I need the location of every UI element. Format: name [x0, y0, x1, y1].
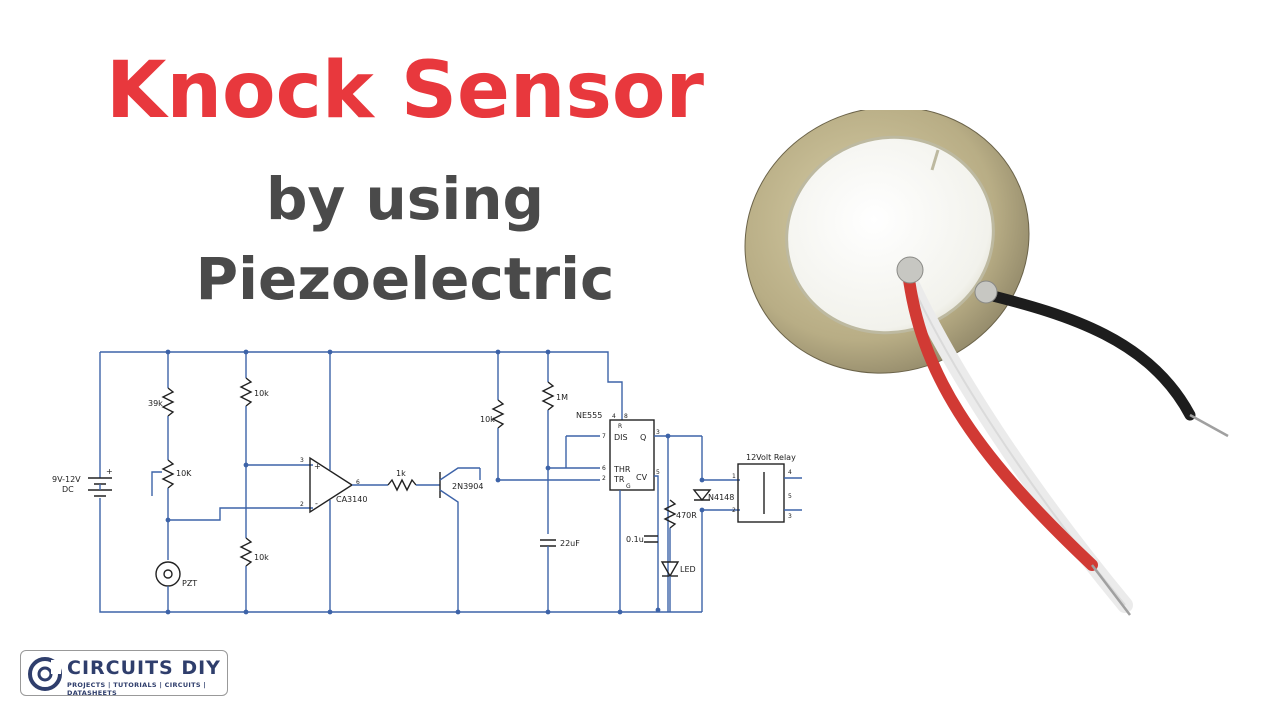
label-pin-q: Q — [640, 433, 646, 442]
label-r-base: 1k — [396, 469, 406, 478]
label-pin8: 8 — [624, 413, 628, 420]
label-pin-cv: CV — [636, 473, 648, 482]
label-r2: 10k — [254, 389, 269, 398]
label-opamp-pin2: 2 — [300, 501, 304, 508]
label-pin-dis: DIS — [614, 433, 628, 442]
label-pin-tr: TR — [613, 475, 625, 484]
label-pin7: 7 — [602, 433, 606, 440]
label-led: LED — [680, 565, 696, 574]
subtitle-line-1: by using — [265, 165, 545, 233]
label-pin6: 6 — [602, 465, 606, 472]
label-pot: 10K — [176, 469, 192, 478]
brand-tagline: PROJECTS | TUTORIALS | CIRCUITS | DATASH… — [67, 681, 207, 697]
label-opamp-pin3: 3 — [300, 457, 304, 464]
circuit-schematic: 9V-12V DC + 39k 10K 10k 10k PZT CA3140 3… — [52, 349, 802, 615]
label-opamp: CA3140 — [336, 495, 367, 504]
solder-joint-red — [896, 256, 924, 284]
label-pin2: 2 — [602, 475, 606, 482]
label-relay-pin4: 4 — [788, 469, 792, 476]
label-opamp-plus: + — [314, 462, 321, 471]
label-cap-timing: 22uF — [560, 539, 580, 548]
title: Knock Sensor — [106, 46, 704, 136]
label-supply-unit: DC — [62, 485, 74, 494]
label-relay-pin1: 1 — [732, 473, 736, 480]
label-opamp-minus: - — [315, 499, 318, 508]
label-pin-gnd: G — [626, 483, 631, 490]
label-pin-rst: R — [618, 423, 622, 430]
label-pin4: 4 — [612, 413, 616, 420]
label-sensor: PZT — [182, 579, 197, 588]
circuits-diy-logo: CIRCUITS DIY PROJECTS | TUTORIALS | CIRC… — [20, 650, 228, 697]
label-pin3: 3 — [656, 429, 660, 436]
logo-mark-icon — [28, 657, 62, 691]
subtitle-line-2: Piezoelectric — [195, 245, 615, 313]
label-cap-cv: 0.1u — [626, 535, 644, 544]
label-r1: 39k — [148, 399, 163, 408]
label-r-timing: 1M — [556, 393, 568, 402]
label-transistor: 2N3904 — [452, 482, 483, 491]
brand-name: CIRCUITS DIY — [67, 657, 221, 679]
label-timer: NE555 — [576, 411, 602, 420]
label-opamp-pin6: 6 — [356, 479, 360, 486]
label-pin-thr: THR — [613, 465, 631, 474]
label-r3: 10k — [254, 553, 269, 562]
piezo-disc-illustration — [744, 110, 1229, 616]
label-plus: + — [106, 467, 113, 476]
label-r-led: 470R — [676, 511, 697, 520]
solder-joint-black — [974, 280, 998, 304]
label-relay-pin2: 2 — [732, 507, 736, 514]
label-relay: 12Volt Relay — [746, 453, 796, 462]
label-pin5: 5 — [656, 469, 660, 476]
label-r-pullup: 10k — [480, 415, 495, 424]
label-diode: N4148 — [708, 493, 734, 502]
label-relay-pin3: 3 — [788, 513, 792, 520]
label-relay-pin5: 5 — [788, 493, 792, 500]
label-supply: 9V-12V — [52, 475, 81, 484]
